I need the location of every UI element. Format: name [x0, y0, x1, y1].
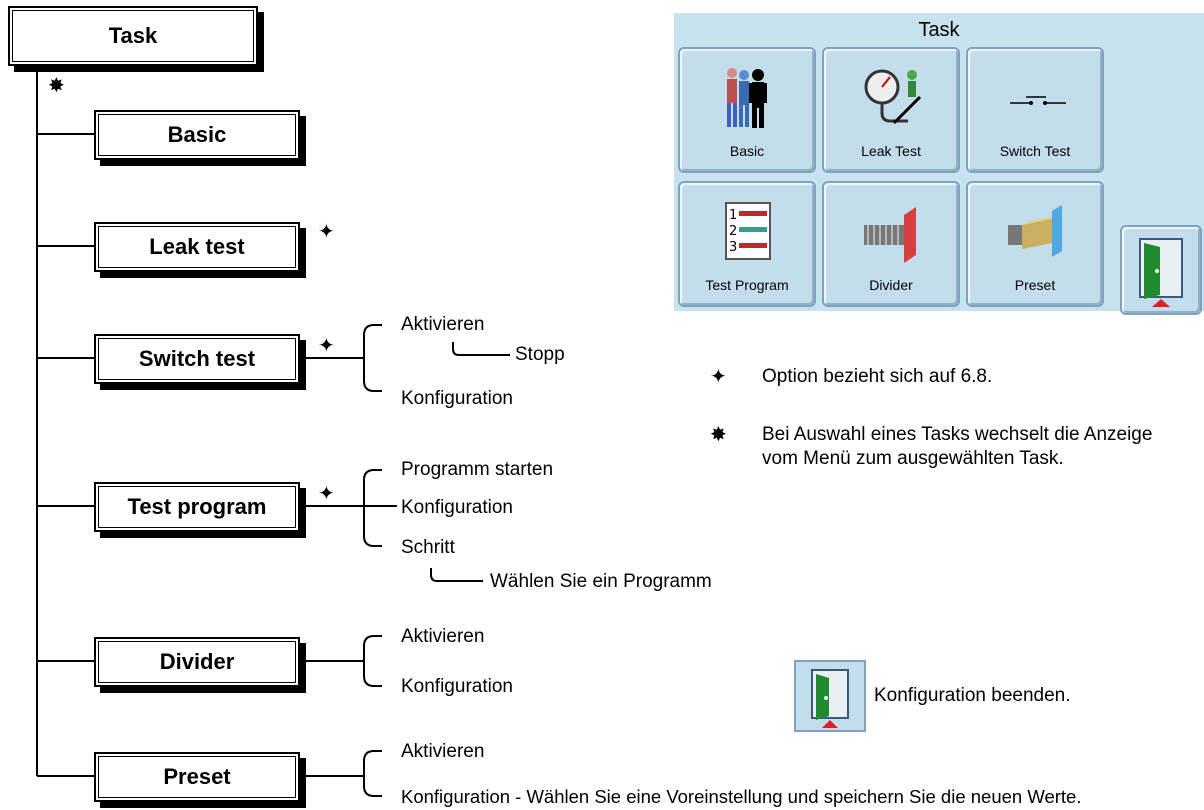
people-icon: [727, 68, 767, 128]
svg-text:3: 3: [729, 240, 737, 255]
legend-diamond-text: Option bezieht sich auf 6.8.: [762, 366, 993, 387]
star-symbol: ✸: [48, 75, 65, 97]
tree-root-label: Task: [108, 23, 158, 48]
diamond-symbol: ✦: [318, 483, 335, 505]
divider-config-label: Konfiguration: [401, 676, 513, 697]
device-screen-title: Task: [918, 19, 960, 41]
switch-config-label: Konfiguration: [401, 388, 513, 409]
preset-icon: [1008, 205, 1062, 257]
tile-test-program[interactable]: 1 2 3 Test Program: [678, 181, 816, 307]
diamond-symbol: ✦: [710, 366, 727, 388]
tree-node-label: Switch test: [138, 346, 256, 371]
exit-door-icon: [1139, 238, 1183, 307]
svg-text:2: 2: [729, 224, 737, 239]
list-icon: 1 2 3: [725, 202, 771, 260]
program-config-label: Konfiguration: [401, 497, 513, 518]
program-start-label: Programm starten: [401, 459, 554, 480]
svg-text:1: 1: [729, 208, 737, 223]
preset-activate-label: Aktivieren: [401, 741, 485, 762]
star-symbol: ✸: [710, 424, 727, 446]
tile-label: Test Program: [705, 277, 789, 293]
diamond-symbol: ✦: [318, 335, 335, 357]
legend-exit-icon: [794, 660, 866, 732]
program-step-label: Schritt: [401, 537, 455, 558]
tree-node-preset: Preset: [94, 752, 300, 802]
tile-label: Leak Test: [861, 143, 921, 159]
tree-node-label: Leak test: [149, 234, 245, 259]
tile-preset[interactable]: Preset: [966, 181, 1104, 307]
tree-node-switch-test: Switch test: [94, 334, 300, 384]
tile-divider[interactable]: Divider: [822, 181, 960, 307]
divider-icon: [864, 207, 916, 263]
tree-node-label: Basic: [167, 122, 227, 147]
tile-leak-test[interactable]: Leak Test: [822, 47, 960, 173]
switch-icon: [1010, 96, 1066, 105]
gauge-icon: [864, 69, 922, 125]
tree-root-task: Task: [8, 6, 258, 66]
tree-node-divider: Divider: [94, 637, 300, 687]
preset-config-label: Konfiguration - Wählen Sie eine Voreinst…: [401, 786, 1082, 807]
tree-node-leak-test: Leak test: [94, 222, 300, 272]
tree-node-label: Test program: [127, 494, 267, 519]
tile-label: Switch Test: [999, 143, 1071, 159]
legend-exit-text: Konfiguration beenden.: [874, 685, 1071, 706]
tile-switch-test[interactable]: Switch Test: [966, 47, 1104, 173]
tree-node-label: Divider: [159, 649, 235, 674]
tile-label: Divider: [869, 277, 913, 293]
device-screen: Task Basic Leak Test: [674, 13, 1204, 315]
switch-activate-label: Aktivieren: [401, 314, 485, 335]
divider-activate-label: Aktivieren: [401, 626, 485, 647]
tile-basic[interactable]: Basic: [678, 47, 816, 173]
tree-node-test-program: Test program: [94, 482, 300, 532]
diamond-symbol: ✦: [318, 221, 335, 243]
tile-label: Preset: [1014, 277, 1056, 293]
tree-node-basic: Basic: [94, 110, 300, 160]
switch-stop-label: Stopp: [515, 344, 565, 365]
tree-node-label: Preset: [163, 764, 231, 789]
tile-label: Basic: [729, 143, 765, 159]
program-select-label: Wählen Sie ein Programm: [490, 571, 712, 592]
exit-door-icon: [811, 669, 849, 728]
legend-star-text: Bei Auswahl eines Tasks wechselt die Anz…: [762, 424, 1153, 469]
exit-button[interactable]: [1120, 225, 1202, 315]
